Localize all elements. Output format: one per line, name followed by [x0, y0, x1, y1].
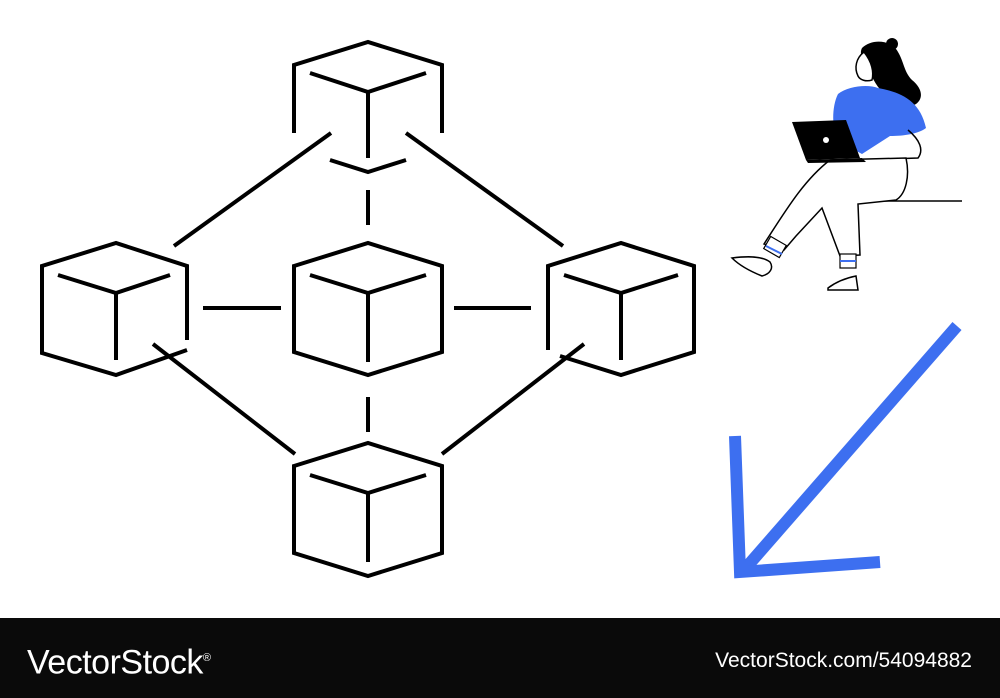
shirt [833, 86, 926, 154]
image-id-text: VectorStock.com/54094882 [715, 649, 972, 672]
cube-top [292, 39, 444, 175]
arrow-down-left-icon [729, 322, 962, 579]
laptop-icon [792, 120, 866, 163]
registered-mark: ® [202, 652, 211, 664]
illustration-canvas [40, 38, 962, 579]
hair [860, 41, 921, 107]
connector-top-left [172, 131, 333, 248]
watermark-bar: VectorStock® VectorStock.com/54094882 [0, 618, 1000, 698]
connector-top-right [404, 131, 565, 248]
shoe-right [827, 275, 859, 291]
blockchain-network [40, 39, 696, 579]
arm [861, 129, 922, 161]
network-connectors [151, 131, 586, 456]
connector-right-bottom [440, 342, 586, 456]
cube-right [546, 240, 696, 378]
face [855, 50, 874, 82]
vectorstock-logo: VectorStock® [27, 638, 211, 682]
socks [762, 235, 857, 269]
shoe-left [730, 256, 773, 277]
connector-left-bottom [151, 342, 297, 456]
cube-bottom [292, 440, 444, 579]
woman-with-laptop [730, 38, 962, 291]
brand-text: VectorStock [27, 643, 203, 682]
cube-left [40, 240, 189, 378]
cube-center [292, 240, 444, 378]
hair-bun [886, 38, 898, 50]
legs [762, 157, 909, 257]
